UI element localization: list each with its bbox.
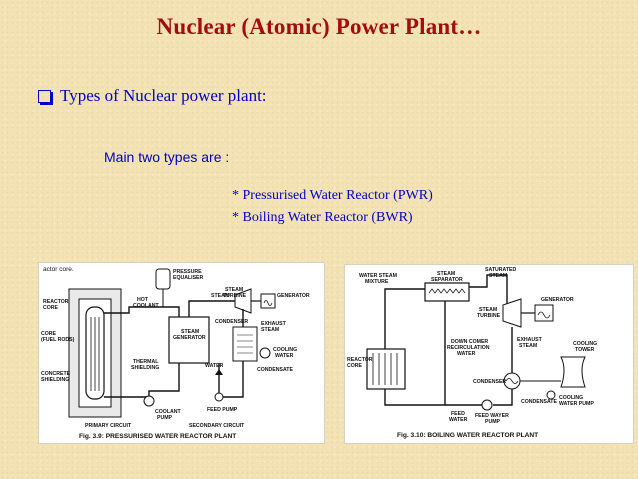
bwr-caption: Fig. 3.10: BOILING WATER REACTOR PLANT [397, 432, 538, 439]
svg-text:CONDENSER: CONDENSER [215, 319, 248, 325]
svg-text:CORE(FUEL RODS): CORE(FUEL RODS) [41, 331, 75, 343]
svg-text:GENERATOR: GENERATOR [277, 293, 310, 299]
svg-text:CONDENSATE: CONDENSATE [257, 367, 293, 373]
bwr-generator [534, 304, 554, 322]
type-bwr-text: * Boiling Water Reactor (BWR) [232, 210, 413, 225]
svg-text:WATER: WATER [205, 363, 224, 369]
pwr-pressure-equaliser [155, 268, 171, 290]
bwr-feed-water-pump [481, 399, 493, 411]
svg-text:FEED PUMP: FEED PUMP [207, 407, 238, 413]
pwr-steam-generator [168, 316, 210, 364]
pwr-top-text: actor core. [43, 266, 74, 273]
svg-text:CONDENSATE: CONDENSATE [521, 399, 557, 405]
slide-title: Nuclear (Atomic) Power Plant… [156, 14, 482, 39]
bwr-steam-turbine [502, 298, 522, 328]
bwr-cooling-tower [560, 356, 586, 388]
pwr-condenser [232, 326, 258, 362]
bullet-text: Types of Nuclear power plant: [60, 86, 267, 105]
pwr-generator [260, 293, 276, 309]
checkbox-bullet-icon [38, 89, 51, 103]
bullet-item: Types of Nuclear power plant: [38, 86, 267, 106]
pwr-secondary-circuit-label: SECONDARY CIRCUIT [189, 423, 245, 429]
pwr-feed-pump [214, 392, 224, 402]
svg-text:GENERATOR: GENERATOR [541, 297, 574, 303]
bwr-steam-separator [424, 282, 470, 302]
type-pwr-text: * Pressurised Water Reactor (PWR) [232, 188, 433, 203]
pwr-coolant-pump [143, 395, 155, 407]
svg-text:CONDENSER: CONDENSER [473, 379, 506, 385]
pwr-primary-circuit-label: PRIMARY CIRCUIT [85, 423, 132, 429]
subheading-text: Main two types are : [104, 149, 230, 165]
pwr-caption: Fig. 3.9: PRESSURISED WATER REACTOR PLAN… [79, 433, 236, 440]
svg-text:STEAM: STEAM [211, 293, 229, 299]
pwr-steam-turbine [234, 288, 252, 314]
